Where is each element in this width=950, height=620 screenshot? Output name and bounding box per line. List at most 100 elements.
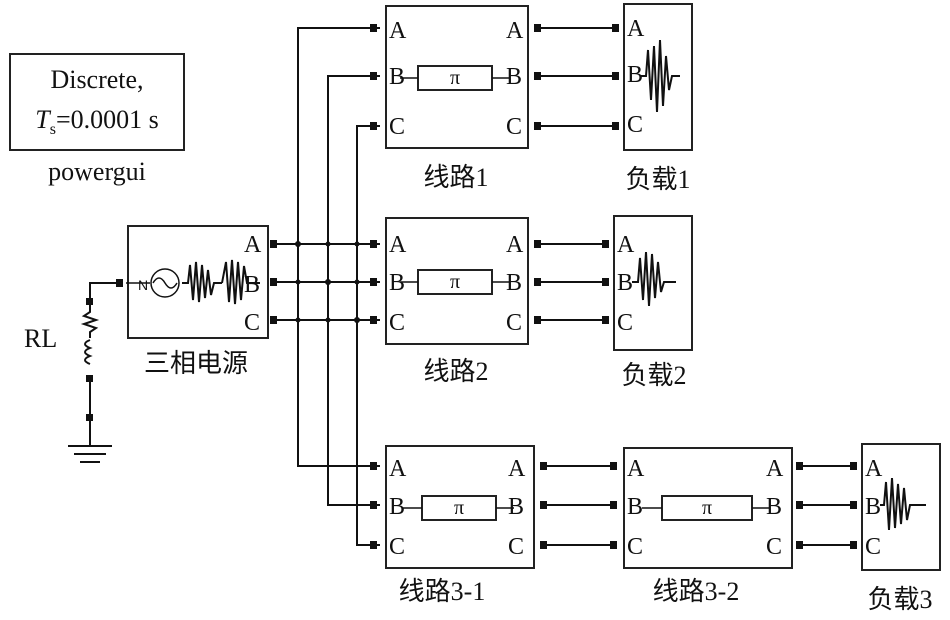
line3-1-pi-label: π	[454, 497, 464, 519]
load2-label-a: A	[617, 232, 635, 258]
line1-port-in-b[interactable]	[370, 72, 377, 80]
load3-label-a: A	[865, 456, 883, 482]
line2-port-out-c[interactable]	[534, 316, 541, 324]
load2-icon	[632, 251, 676, 307]
source-port-label-b: B	[244, 272, 260, 298]
inductor-icon	[84, 339, 93, 365]
line2-port-in-a[interactable]	[370, 240, 377, 248]
line3-1-in-label-a: A	[389, 456, 407, 482]
line2-pi-symbol	[417, 269, 493, 295]
line3-1-caption: 线路3-1	[399, 577, 486, 606]
line1-caption: 线路1	[423, 163, 488, 192]
line3-1-out-label-a: A	[508, 456, 526, 482]
line3-2-port-out-c[interactable]	[796, 541, 803, 549]
line1-port-out-b[interactable]	[534, 72, 541, 80]
line1-in-label-c: C	[389, 114, 405, 140]
line3-2-out-label-b: B	[766, 494, 782, 520]
source-port-label-a: A	[244, 232, 262, 258]
line1-port-out-a[interactable]	[534, 24, 541, 32]
line2-in-label-a: A	[389, 232, 407, 258]
load3-label-c: C	[865, 534, 881, 560]
line2-caption: 线路2	[423, 357, 488, 386]
load1-port-c[interactable]	[612, 122, 619, 130]
load2-label-b: B	[617, 270, 633, 296]
line2-port-out-a[interactable]	[534, 240, 541, 248]
line3-1-port-out-b[interactable]	[540, 501, 547, 509]
line3-2-in-label-b: B	[627, 494, 643, 520]
line3-1-port-in-b[interactable]	[370, 501, 377, 509]
powergui-sample-time: Ts=0.0001 s	[35, 105, 158, 138]
load2-port-c[interactable]	[602, 316, 609, 324]
load2-port-b[interactable]	[602, 278, 609, 286]
load1-block[interactable]: A B C	[623, 3, 693, 151]
line2-block[interactable]: π A B C A B C	[385, 217, 529, 345]
rl-branch[interactable]	[68, 282, 120, 463]
load1-caption: 负载1	[625, 165, 690, 194]
line3-2-pi-label: π	[702, 497, 712, 519]
three-phase-source-block[interactable]: N A B C	[126, 225, 269, 339]
load3-caption: 负载3	[867, 585, 932, 614]
powergui-caption: powergui	[48, 157, 146, 186]
line3-1-out-label-c: C	[508, 534, 524, 560]
powergui-mode-text: Discrete,	[50, 65, 143, 94]
line3-2-port-in-c[interactable]	[610, 541, 617, 549]
load2-port-a[interactable]	[602, 240, 609, 248]
ground-icon	[68, 445, 112, 463]
load3-box[interactable]	[861, 443, 941, 571]
line3-2-caption: 线路3-2	[653, 577, 740, 606]
line1-port-in-a[interactable]	[370, 24, 377, 32]
line3-1-block[interactable]: π A B C A B C	[385, 445, 535, 569]
source-port-a[interactable]	[270, 240, 277, 248]
load1-port-b[interactable]	[612, 72, 619, 80]
load3-label-b: B	[865, 494, 881, 520]
source-port-c[interactable]	[270, 316, 277, 324]
line3-2-in-label-c: C	[627, 534, 643, 560]
line2-port-in-c[interactable]	[370, 316, 377, 324]
line1-in-label-a: A	[389, 18, 407, 44]
line1-port-out-c[interactable]	[534, 122, 541, 130]
line1-in-label-b: B	[389, 64, 405, 90]
load3-port-a[interactable]	[850, 462, 857, 470]
line3-1-port-out-a[interactable]	[540, 462, 547, 470]
line1-out-label-c: C	[506, 114, 522, 140]
line1-load1-wires	[541, 27, 614, 127]
line3-2-pi-symbol	[661, 495, 753, 521]
line3-2-out-label-a: A	[766, 456, 784, 482]
line1-block[interactable]: π A B C A B C	[385, 5, 529, 149]
line3-2-port-out-b[interactable]	[796, 501, 803, 509]
line3-1-port-in-a[interactable]	[370, 462, 377, 470]
line3-1-port-out-c[interactable]	[540, 541, 547, 549]
line2-out-label-b: B	[506, 270, 522, 296]
powergui-block[interactable]: Discrete, Ts=0.0001 s	[9, 53, 185, 151]
rl-wire-top	[89, 282, 120, 300]
load3-port-b[interactable]	[850, 501, 857, 509]
line2-port-in-b[interactable]	[370, 278, 377, 286]
line1-port-in-c[interactable]	[370, 122, 377, 130]
line3-2-port-in-a[interactable]	[610, 462, 617, 470]
load1-label-c: C	[627, 112, 643, 138]
line1-pi-label: π	[450, 67, 460, 89]
resistor-icon	[80, 305, 100, 338]
line2-load2-wires	[541, 243, 604, 321]
powergui-box[interactable]	[9, 53, 185, 151]
line3-2-block[interactable]: π A B C A B C	[623, 447, 793, 569]
source-port-b[interactable]	[270, 278, 277, 286]
line3-1-port-in-c[interactable]	[370, 541, 377, 549]
line3-1-line3-2-wires	[547, 465, 612, 546]
ts-subscript: s	[50, 121, 56, 138]
line3-1-in-label-b: B	[389, 494, 405, 520]
ts-symbol: T	[35, 105, 51, 134]
line3-2-port-out-a[interactable]	[796, 462, 803, 470]
load3-block[interactable]: A B C	[861, 443, 941, 571]
load1-port-a[interactable]	[612, 24, 619, 32]
load2-caption: 负载2	[621, 361, 686, 390]
source-port-label-c: C	[244, 310, 260, 336]
load3-port-c[interactable]	[850, 541, 857, 549]
svg-text:N: N	[138, 277, 148, 293]
line2-port-out-b[interactable]	[534, 278, 541, 286]
load2-block[interactable]: A B C	[613, 215, 693, 351]
line3-2-port-in-b[interactable]	[610, 501, 617, 509]
line2-in-label-b: B	[389, 270, 405, 296]
load2-label-c: C	[617, 310, 633, 336]
